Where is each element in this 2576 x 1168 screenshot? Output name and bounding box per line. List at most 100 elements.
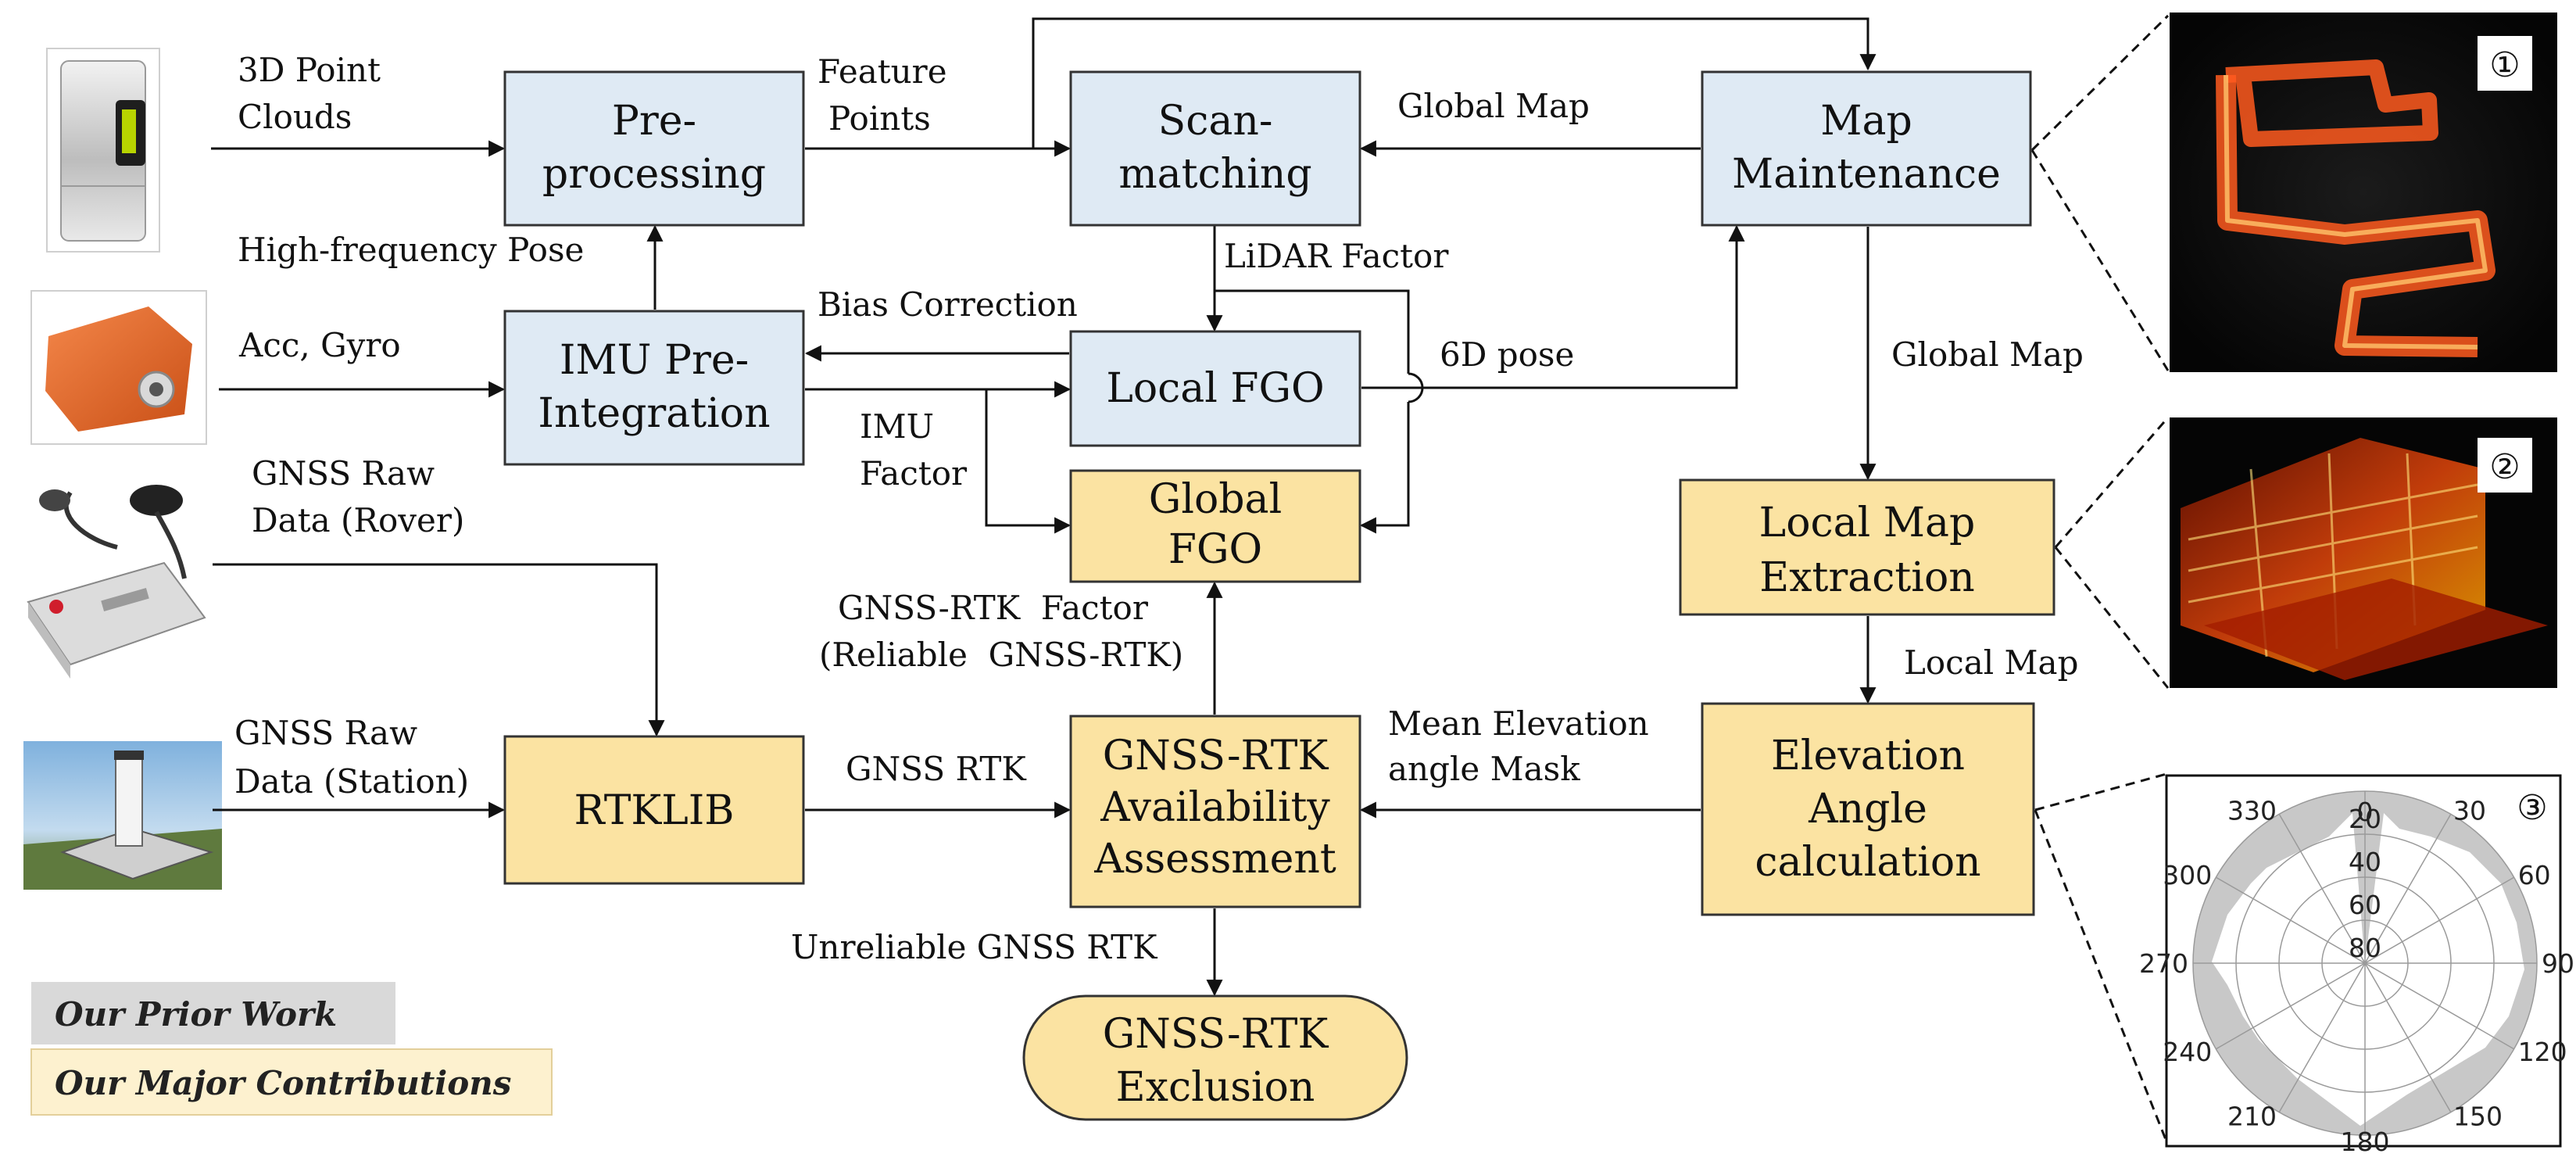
- gnss-rtk-exclusion-box: GNSS-RTK Exclusion: [1022, 994, 1408, 1121]
- preprocessing-line-2: processing: [542, 151, 766, 198]
- azimuth-label: 120: [2518, 1037, 2567, 1067]
- azimuth-label: 180: [2341, 1127, 2390, 1157]
- label-global-map-right: Global Map: [1891, 335, 2084, 374]
- inset-number-3: ③: [2517, 788, 2547, 828]
- label-mean-elevation-1: Mean Elevation: [1388, 704, 1649, 743]
- imu-preintegration-box: IMU Pre- Integration: [503, 310, 805, 466]
- label-rtk-factor-1: GNSS-RTK Factor: [838, 589, 1149, 627]
- elevation-angle-box: Elevation Angle calculation: [1701, 702, 2035, 916]
- scan-matching-line-2: matching: [1118, 151, 1311, 198]
- global-fgo-box: Global FGO: [1069, 469, 1361, 583]
- elevation-label: 40: [2349, 847, 2381, 877]
- azimuth-label: 0: [2357, 797, 2374, 827]
- label-bias-correction: Bias Correction: [818, 285, 1078, 324]
- imu-preintegration-line-2: Integration: [538, 390, 770, 437]
- exclusion-line-1: GNSS-RTK: [1103, 1011, 1329, 1058]
- local-map-extraction-line-1: Local Map: [1759, 500, 1976, 546]
- elevation-label: 60: [2349, 890, 2381, 920]
- legend-contribution-label: Our Major Contributions: [55, 1064, 511, 1102]
- label-high-frequency-pose: High-frequency Pose: [238, 231, 584, 269]
- label-point-clouds-1: 3D Point: [238, 51, 381, 89]
- imu-sensor-image: [30, 290, 207, 445]
- callout-map2-top: [2054, 417, 2170, 548]
- label-acc-gyro: Acc, Gyro: [238, 326, 401, 364]
- label-gnss-station-1: GNSS Raw: [234, 714, 417, 752]
- elevation-line-3: calculation: [1755, 839, 1980, 886]
- label-mean-elevation-2: angle Mask: [1388, 750, 1580, 788]
- label-imu-factor-2: Factor: [860, 454, 968, 493]
- arrow-6d-pose: [1361, 224, 1745, 389]
- callout-map1-bottom: [2030, 149, 2170, 371]
- label-gnss-rover-1: GNSS Raw: [252, 454, 435, 493]
- label-global-map-top: Global Map: [1397, 87, 1590, 125]
- map-maintenance-line-2: Maintenance: [1732, 151, 2001, 198]
- label-gnss-rover-2: Data (Rover): [252, 501, 464, 539]
- label-lidar-factor: LiDAR Factor: [1224, 237, 1449, 275]
- lidar-sensor-image: [46, 48, 160, 253]
- scan-matching-line-1: Scan-: [1158, 98, 1273, 145]
- azimuth-label: 270: [2139, 948, 2188, 979]
- label-gnss-station-2: Data (Station): [234, 762, 469, 801]
- global-fgo-line-2: FGO: [1168, 526, 1262, 573]
- azimuth-label: 60: [2518, 860, 2551, 890]
- preprocessing-box: Pre- processing: [503, 70, 805, 227]
- gnss-receiver-image: [20, 477, 220, 679]
- rtklib-box: RTKLIB: [503, 735, 805, 885]
- label-imu-factor-1: IMU: [860, 407, 934, 446]
- sky-plot-grid: [2192, 790, 2538, 1136]
- label-gnss-rtk: GNSS RTK: [846, 750, 1027, 788]
- label-rtk-factor-2: (Reliable GNSS-RTK): [819, 636, 1183, 674]
- callout-lines: [2030, 14, 2170, 1142]
- local-fgo-label: Local FGO: [1106, 365, 1324, 412]
- azimuth-label: 330: [2227, 795, 2277, 826]
- azimuth-label: 30: [2453, 795, 2486, 826]
- connections: [211, 17, 1877, 997]
- gnss-station-image: [23, 741, 222, 890]
- callout-polar-bottom: [2034, 809, 2168, 1142]
- availability-line-2: Availability: [1100, 784, 1330, 831]
- global-fgo-line-1: Global: [1149, 476, 1282, 523]
- azimuth-label: 90: [2542, 948, 2574, 979]
- legend: Our Prior Work Our Major Contributions: [30, 982, 553, 1116]
- map-maintenance-line-1: Map: [1820, 98, 1912, 145]
- label-unreliable-gnss-rtk: Unreliable GNSS RTK: [791, 928, 1158, 966]
- map-maintenance-box: Map Maintenance: [1701, 70, 2032, 227]
- inset-number-1: ①: [2489, 45, 2520, 85]
- azimuth-label: 150: [2453, 1102, 2503, 1132]
- availability-assessment-box: GNSS-RTK Availability Assessment: [1069, 715, 1361, 908]
- arrow-lidar-to-globalfgo: [1359, 402, 1410, 534]
- azimuth-label: 300: [2163, 860, 2212, 890]
- local-map-extraction-box: Local Map Extraction: [1679, 478, 2055, 616]
- elevation-line-1: Elevation: [1771, 733, 1965, 779]
- label-feature-points-2: Points: [828, 99, 931, 138]
- legend-prior-label: Our Prior Work: [55, 995, 337, 1034]
- arrow-imu-factor-to-globalfgo: [985, 389, 1072, 534]
- scan-matching-box: Scan- matching: [1069, 70, 1361, 227]
- label-point-clouds-2: Clouds: [238, 98, 352, 136]
- line-lidar-factor-branch: [1215, 289, 1410, 374]
- exclusion-line-2: Exclusion: [1116, 1064, 1315, 1111]
- rtklib-label: RTKLIB: [574, 787, 734, 834]
- global-map-inset: ①: [2170, 13, 2557, 372]
- availability-line-3: Assessment: [1093, 836, 1336, 883]
- legend-contribution-swatch: [30, 1048, 553, 1116]
- imu-preintegration-line-1: IMU Pre-: [560, 337, 749, 384]
- availability-line-1: GNSS-RTK: [1103, 733, 1329, 779]
- azimuth-label: 240: [2163, 1037, 2212, 1067]
- local-map-inset: ②: [2170, 417, 2557, 688]
- arrow-rover-to-rtklib: [213, 563, 665, 737]
- callout-map1-top: [2030, 14, 2170, 152]
- map-trajectory-loop: [2225, 59, 2438, 147]
- local-map-extraction-line-2: Extraction: [1759, 554, 1975, 601]
- arrow-features-to-map-maintenance: [1032, 17, 1877, 149]
- label-6d-pose: 6D pose: [1440, 335, 1574, 374]
- preprocessing-line-1: Pre-: [612, 98, 696, 145]
- flow-labels: 3D Point Clouds Feature Points Global Ma…: [234, 51, 2084, 966]
- elevation-label: 80: [2349, 933, 2381, 963]
- elevation-line-2: Angle: [1808, 786, 1927, 833]
- label-feature-points-1: Feature: [818, 52, 947, 91]
- azimuth-label: 210: [2227, 1102, 2277, 1132]
- legend-prior-swatch: [31, 982, 395, 1044]
- callout-polar-top: [2034, 772, 2167, 812]
